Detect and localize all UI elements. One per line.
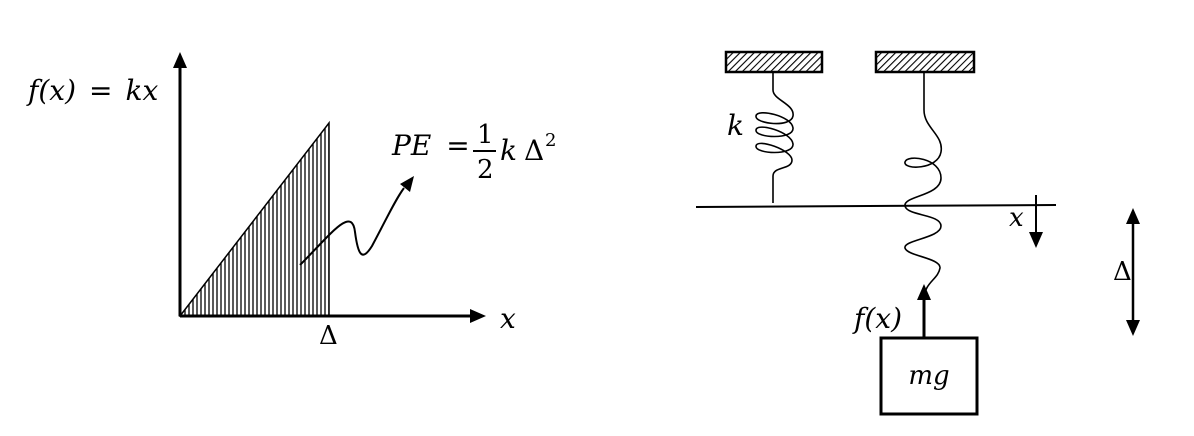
y-axis-label: f(x) = kx: [26, 74, 158, 107]
delta-tick-label: Δ: [319, 321, 338, 351]
pe-pointer-curve: [299, 187, 405, 266]
svg-text:k Δ: k Δ: [500, 134, 544, 167]
displacement-label: x: [1009, 203, 1024, 233]
potential-energy-formula: PE = 1 2 k Δ 2: [391, 120, 556, 185]
force-arrowhead: [917, 284, 931, 300]
potential-energy-area: [178, 120, 330, 317]
unstretched-spring: [755, 72, 794, 203]
spring-mass-system: k x f(x) mg Δ: [695, 50, 1140, 416]
total-displacement-arrowhead-top: [1126, 208, 1140, 224]
x-axis-label: x: [500, 302, 516, 335]
pe-pointer-arrowhead: [400, 176, 414, 192]
spring-constant-label: k: [727, 109, 744, 142]
pe-exponent: 2: [545, 130, 556, 151]
force-axis-arrowhead: [173, 52, 187, 68]
force-label: f(x): [852, 302, 902, 335]
force-displacement-graph: f(x) = kx x Δ PE = 1 2 k Δ 2: [26, 52, 556, 351]
mass-label: mg: [908, 361, 949, 391]
equilibrium-line: [695, 204, 1057, 208]
total-displacement-arrowhead-bottom: [1126, 320, 1140, 336]
displacement-arrowhead: [1029, 232, 1043, 248]
svg-text:PE =: PE =: [391, 129, 470, 162]
total-displacement-label: Δ: [1113, 257, 1132, 287]
pe-fraction-numerator: 1: [477, 120, 494, 150]
left-support: [724, 50, 824, 74]
pe-fraction-denominator: 2: [477, 155, 494, 185]
right-support: [874, 50, 976, 74]
x-axis-arrowhead: [470, 309, 486, 323]
stretched-spring: [904, 72, 942, 301]
mass-block: [879, 336, 979, 416]
